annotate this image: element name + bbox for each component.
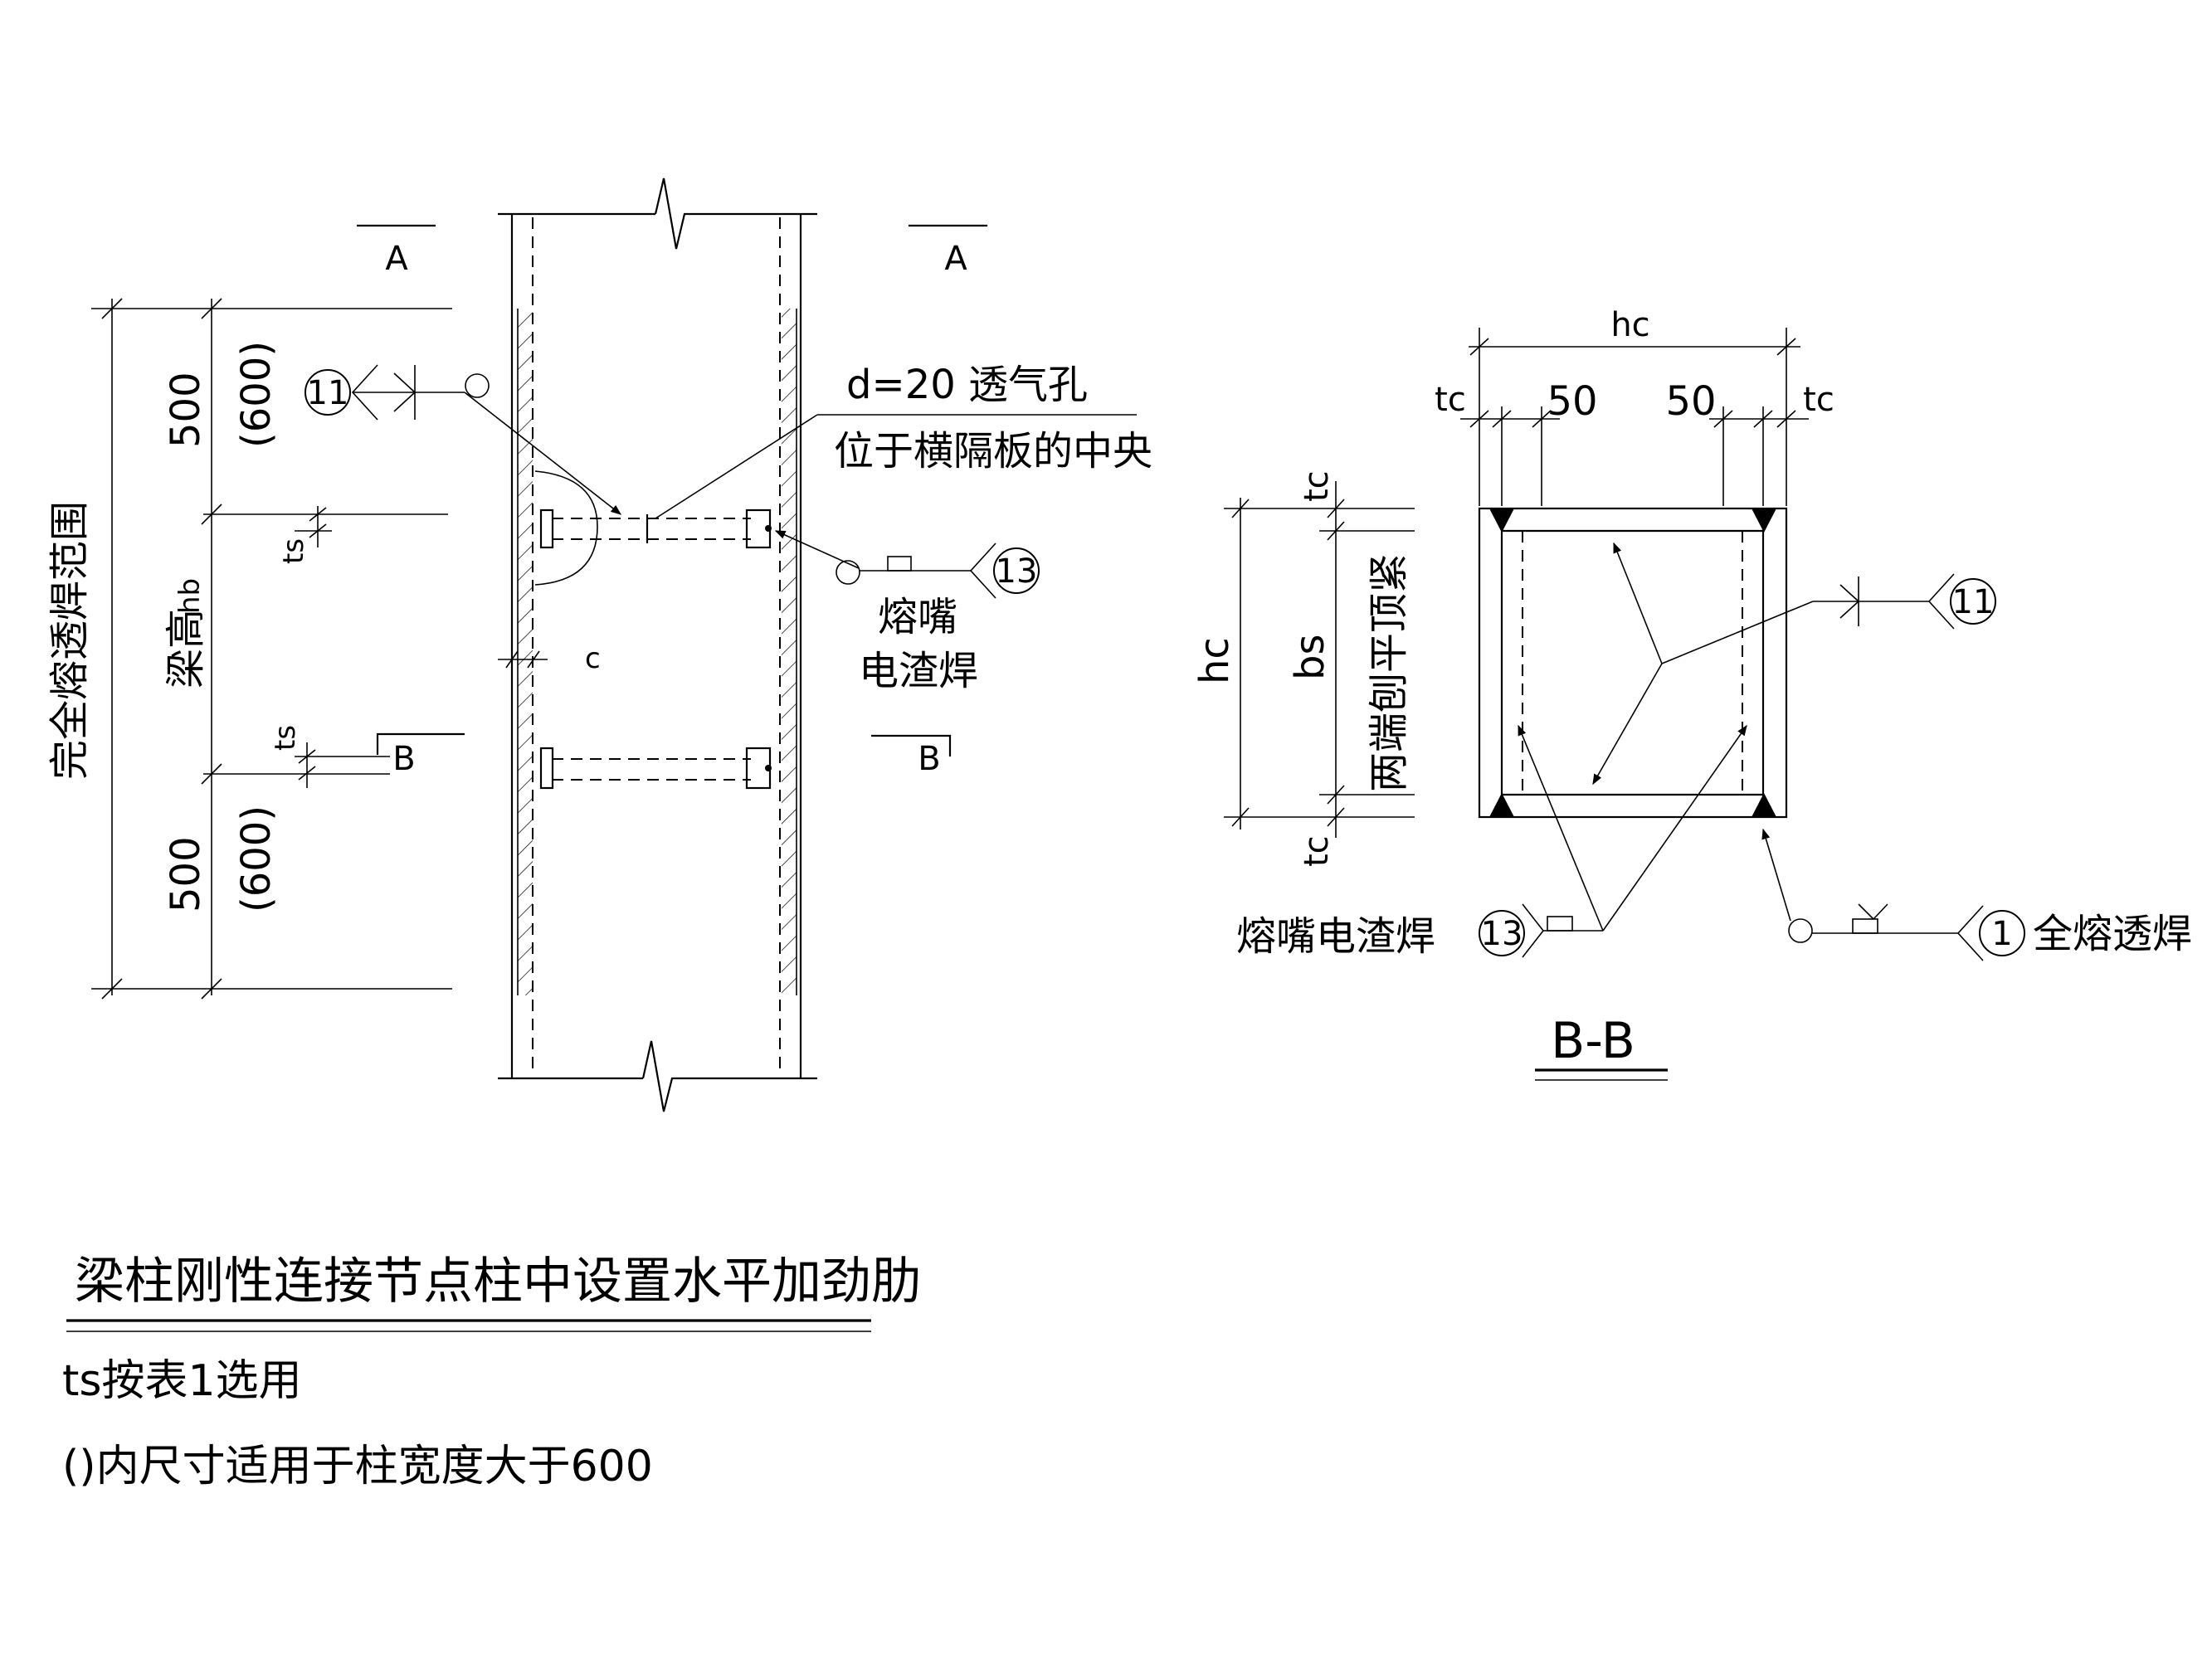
bb-weld-ref-11: 11	[1952, 583, 1995, 621]
beam-height-label: 梁高	[163, 609, 209, 688]
bb-tc-left: tc	[1435, 381, 1466, 419]
note-2: ()内尺寸适用于柱宽度大于600	[62, 1442, 653, 1491]
bb-full-pen-label: 全熔透焊	[2033, 911, 2192, 957]
section-mark-a-left: A	[385, 240, 408, 278]
bb-tc-top: tc	[1298, 470, 1336, 502]
bb-title: B-B	[1551, 1012, 1635, 1070]
air-hole-note: d=20 透气孔 位于横隔板的中央	[655, 362, 1152, 519]
note-1: ts按表1选用	[62, 1356, 302, 1406]
bb-hc-top: hc	[1610, 306, 1649, 344]
bb-top-dimensions: hc tc 50 50 tc	[1435, 306, 1834, 506]
beam-height-symbol: hb	[173, 578, 207, 614]
bb-dim-50-right: 50	[1665, 378, 1716, 425]
section-mark-b-right: B	[918, 740, 940, 778]
full-penetration-range-label: 完全熔透焊范围	[46, 501, 93, 780]
ts-top-label: ts	[277, 538, 310, 564]
bb-tc-bottom: tc	[1298, 835, 1336, 867]
bb-left-dimensions: hc bs tc tc 两端刨平顶紧	[1191, 470, 1415, 867]
section-mark-a-right: A	[944, 240, 967, 278]
weld-symbol-11: 11	[305, 364, 622, 515]
esw-line2: 电渣焊	[859, 648, 978, 694]
bb-esw-label: 熔嘴电渣焊	[1236, 913, 1435, 960]
dim-top-600: (600)	[233, 341, 280, 448]
bb-dim-50-left: 50	[1547, 378, 1597, 425]
bb-weld-symbol-1: 1 全熔透焊	[1761, 828, 2192, 961]
dim-bottom-600: (600)	[233, 805, 280, 912]
section-mark-b-left: B	[392, 740, 415, 778]
diaphragm-top	[534, 470, 772, 586]
bb-weld-symbol-13: 13 熔嘴电渣焊	[1236, 724, 1747, 960]
dim-top-500: 500	[163, 372, 209, 448]
bb-weld-ref-1: 1	[1991, 915, 2012, 953]
bb-weld-symbol-11: 11	[1592, 542, 1996, 786]
bb-bs: bs	[1287, 635, 1333, 680]
diaphragm-bottom	[539, 747, 772, 790]
dimension-lines	[91, 298, 548, 1000]
drawing-title-block: 梁柱刚性连接节点柱中设置水平加劲肋 ts按表1选用 ()内尺寸适用于柱宽度大于6…	[62, 1253, 921, 1491]
dim-bottom-500: 500	[163, 836, 209, 912]
section-marks: A A B B	[357, 224, 987, 778]
bb-weld-ref-13: 13	[1481, 915, 1523, 953]
weld-symbol-13: 13 熔嘴 电渣焊	[774, 530, 1040, 694]
air-hole-line2: 位于横隔板的中央	[834, 428, 1152, 474]
column-outline	[498, 178, 817, 1112]
bb-hc-side: hc	[1191, 637, 1238, 684]
weld-ref-13: 13	[996, 552, 1038, 591]
air-hole-line1: d=20 透气孔	[846, 362, 1088, 408]
box-column-outline	[1478, 507, 1788, 819]
c-label: c	[585, 642, 601, 675]
penetration-weld-zones	[517, 309, 797, 995]
weld-ref-11: 11	[307, 374, 349, 412]
bb-tc-right: tc	[1803, 381, 1834, 419]
section-b-b: hc tc 50 50 tc	[1191, 306, 2192, 1081]
ts-bottom-label: ts	[269, 725, 302, 751]
bb-plane-note: 两端刨平顶紧	[1366, 553, 1412, 792]
main-title: 梁柱刚性连接节点柱中设置水平加劲肋	[75, 1253, 921, 1311]
esw-line1: 熔嘴	[878, 594, 957, 640]
elevation-view: A A B B 500 (600) 500 (600) 完全熔透焊范围 梁高 h…	[46, 178, 1152, 1112]
